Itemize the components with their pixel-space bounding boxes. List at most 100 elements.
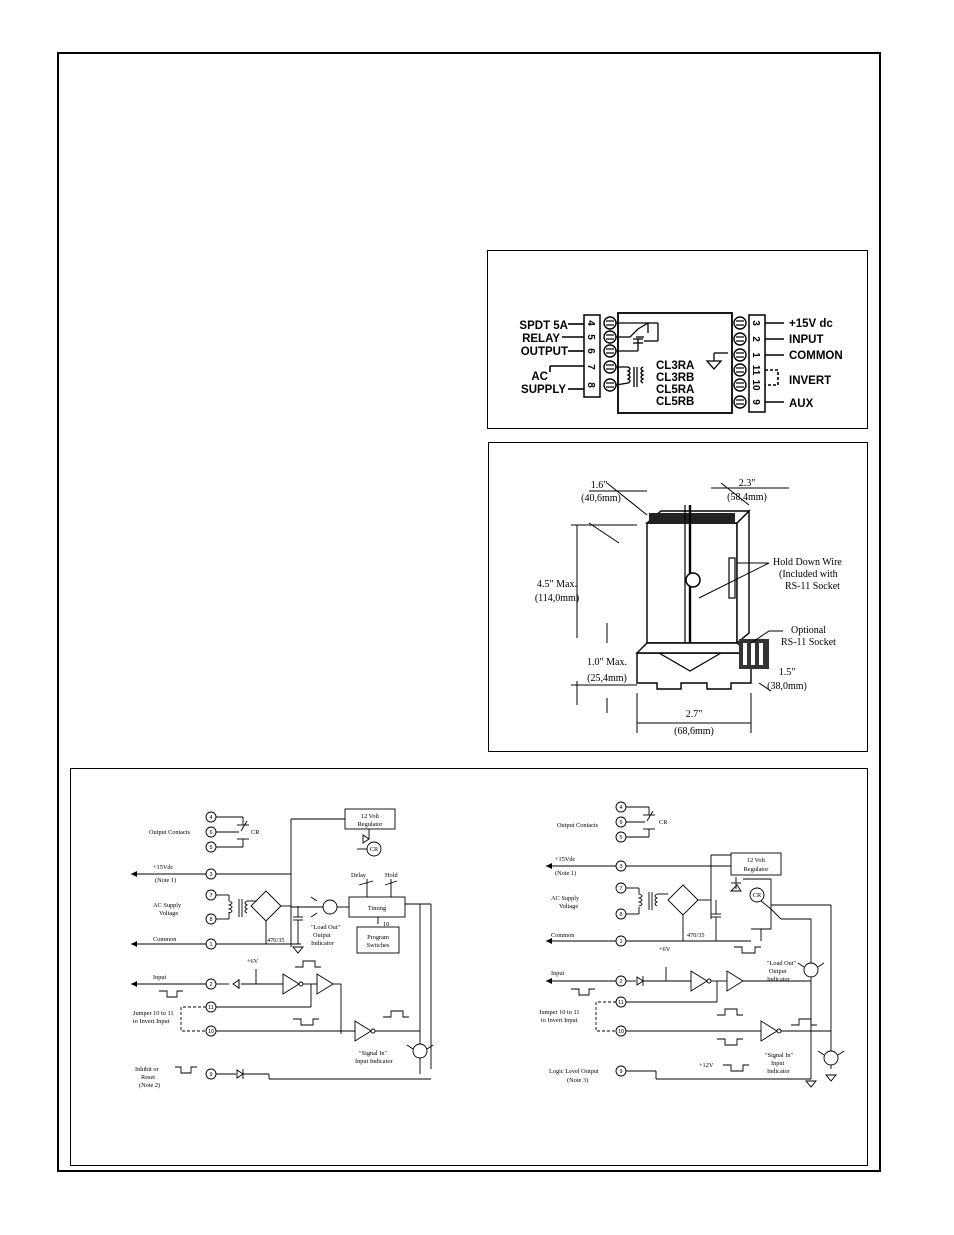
right-t6: 6: [619, 820, 622, 826]
left-common: Common: [153, 936, 177, 943]
schematic-logic: 4 6 5 3 7 8 1 2 11 10 9 Output Contacts …: [539, 801, 845, 1088]
left-note1: (Note 1): [155, 877, 176, 884]
left-output-contacts: Output Contacts: [149, 829, 191, 836]
left-t9: 9: [209, 1072, 212, 1078]
label-15vdc: +15V dc: [789, 318, 833, 330]
wiring-diagram-panel: SPDT 5A RELAY OUTPUT AC SUPPLY 4 5 6 7 8: [487, 250, 868, 429]
left-prog-2: Switches: [367, 942, 390, 949]
model-cl5rb: CL5RB: [656, 396, 694, 408]
left-voltage: Voltage: [159, 910, 178, 917]
label-common: COMMON: [789, 350, 843, 362]
left-15vdc: +15Vdc: [153, 864, 174, 871]
left-t5: 5: [209, 845, 212, 851]
left-t10: 10: [208, 1029, 214, 1035]
right-common: Common: [551, 932, 575, 939]
callout-socket-2: RS-11 Socket: [781, 637, 836, 648]
terminal-7: 7: [585, 364, 596, 370]
socket-base: [636, 652, 752, 690]
left-inhibit-2: Reset: [141, 1074, 155, 1081]
left-hold: Hold: [385, 872, 398, 879]
left-6v: +6V: [247, 958, 259, 965]
left-timing: Timing: [368, 905, 387, 912]
label-supply: SUPPLY: [521, 384, 566, 396]
wiring-diagram: SPDT 5A RELAY OUTPUT AC SUPPLY 4 5 6 7 8: [519, 312, 843, 414]
callout-socket-1: Optional: [791, 625, 826, 636]
right-cr: CR: [659, 819, 668, 826]
right-t2: 2: [619, 979, 622, 985]
terminal-6: 6: [585, 348, 596, 354]
right-output-contacts: Output Contacts: [557, 822, 599, 829]
right-loadout-1: "Load Out": [767, 960, 797, 967]
left-reg-2: Regulator: [358, 821, 384, 828]
label-output: OUTPUT: [521, 346, 568, 358]
dim-height: 4.5" Max.: [537, 579, 577, 590]
left-t4: 4: [209, 815, 212, 821]
callout-hold-down-2: (Included with: [779, 569, 838, 580]
right-note1: (Note 1): [555, 870, 576, 877]
left-input: Input: [153, 974, 167, 981]
schematic-timer: 4 6 5 3 7 8 1 2 11 10 9 Output Contacts …: [131, 808, 434, 1089]
left-t8: 8: [209, 917, 212, 923]
left-ac-supply: AC Supply: [153, 902, 182, 909]
right-loadout-3: Indicator: [767, 976, 791, 983]
dim-top-depth: 1.6": [591, 480, 608, 491]
right-jumper-2: to Invert Input: [541, 1017, 578, 1024]
terminal-2: 2: [750, 336, 761, 342]
dimensions-panel: 1.6" (40,6mm) 2.3" (58,4mm) 4.5" Max. (1…: [488, 442, 868, 752]
right-ac-supply: AC Supply: [551, 895, 580, 902]
right-logic-1: Logic Level Output: [549, 1068, 599, 1075]
dim-base-width: 2.7": [686, 709, 703, 720]
left-ten: 10: [383, 921, 389, 928]
dim-side-mm: (38,0mm): [767, 681, 807, 692]
right-cr-coil: CR: [753, 892, 762, 899]
right-input: Input: [551, 970, 565, 977]
right-15vdc: +15Vdc: [555, 856, 576, 863]
dim-height-mm: (114,0mm): [535, 593, 579, 604]
label-input: INPUT: [789, 334, 824, 346]
terminal-8: 8: [585, 382, 596, 388]
callout-hold-down-1: Hold Down Wire: [773, 557, 842, 568]
dim-socket-height: 1.0" Max.: [587, 657, 627, 668]
right-voltage: Voltage: [559, 903, 578, 910]
right-12v: +12V: [699, 1062, 714, 1069]
terminal-4: 4: [585, 320, 596, 326]
right-t8: 8: [619, 912, 622, 918]
terminal-9: 9: [750, 399, 761, 405]
dim-side: 1.5": [779, 667, 796, 678]
right-6v: +6V: [659, 946, 671, 953]
right-loadout-2: Output: [769, 968, 787, 975]
right-reg-2: Regulator: [744, 866, 770, 873]
left-cr: CR: [251, 829, 260, 836]
left-loadout-2: Output: [313, 932, 331, 939]
left-prog-1: Program: [367, 934, 389, 941]
terminal-1: 1: [750, 352, 761, 358]
terminal-10: 10: [750, 379, 761, 391]
right-sigin-2: Input: [771, 1060, 785, 1067]
model-cl3rb: CL3RB: [656, 372, 694, 384]
dim-base-width-mm: (68,6mm): [674, 726, 714, 737]
label-aux: AUX: [789, 398, 814, 410]
callout-hold-down-3: RS-11 Socket: [785, 581, 840, 592]
right-t7: 7: [619, 886, 622, 892]
left-reg-1: 12 Volt: [361, 813, 379, 820]
right-sigin-3: Indicator: [767, 1068, 791, 1075]
left-t1: 1: [209, 942, 212, 948]
left-screws: [603, 316, 617, 392]
right-t9: 9: [619, 1069, 622, 1075]
right-t4: 4: [619, 805, 622, 811]
dim-top-depth-mm: (40,6mm): [581, 493, 621, 504]
left-note2: (Note 2): [139, 1082, 160, 1089]
left-delay: Delay: [351, 872, 367, 879]
page-frame: [57, 52, 881, 1172]
left-loadout-3: Indicator: [311, 940, 335, 947]
right-jumper-1: Jumper 10 to 11: [539, 1009, 580, 1016]
label-relay: RELAY: [522, 333, 560, 345]
terminal-11: 11: [750, 365, 761, 376]
right-sigin-1: "Signal In": [765, 1052, 793, 1059]
label-invert: INVERT: [789, 375, 831, 387]
left-sigin-2: Input Indicator: [355, 1058, 393, 1065]
terminal-3: 3: [750, 320, 761, 326]
dim-socket-height-mm: (25,4mm): [587, 673, 627, 684]
left-t2: 2: [209, 982, 212, 988]
right-t1: 1: [619, 939, 622, 945]
